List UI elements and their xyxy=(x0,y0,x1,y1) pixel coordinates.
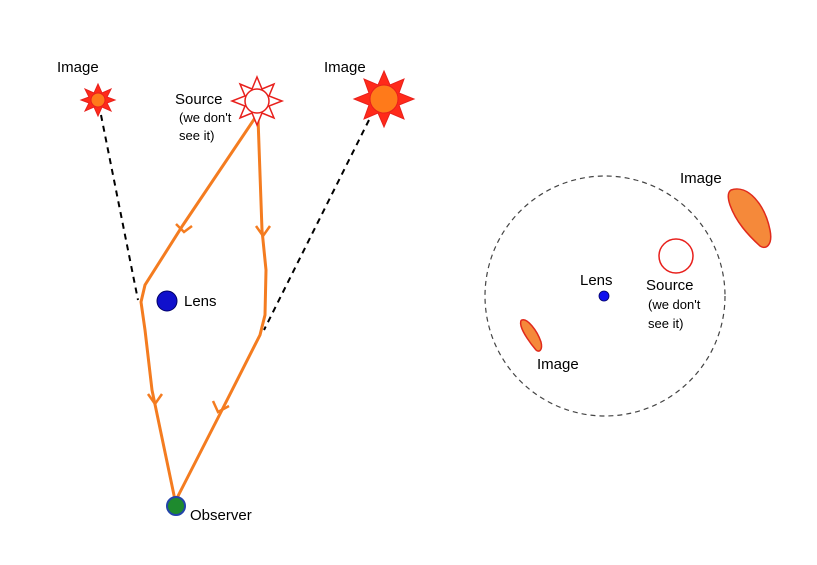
source-label: Source xyxy=(646,277,694,294)
light-ray-left xyxy=(139,117,257,501)
observer-label: Observer xyxy=(190,507,252,524)
source-note-line2: see it) xyxy=(648,316,683,331)
right-panel: Image Image Lens Source (we don't see it… xyxy=(484,170,772,417)
lens-dot-icon xyxy=(156,290,178,312)
image-label-right: Image xyxy=(324,59,366,76)
ray-arrowhead xyxy=(146,393,164,407)
left-panel: Image Image Source (we don't see it) Len… xyxy=(57,59,416,524)
source-note-line2: see it) xyxy=(179,128,214,143)
image-label-left: Image xyxy=(57,59,99,76)
source-label: Source xyxy=(175,91,223,108)
image-label-bottom: Image xyxy=(537,356,579,373)
ray-arrowhead xyxy=(211,400,230,414)
lens-dot-icon xyxy=(598,290,610,302)
lensed-image-bottom xyxy=(519,319,543,352)
ray-arrowhead xyxy=(254,225,272,239)
einstein-ring xyxy=(484,175,726,417)
lens-label: Lens xyxy=(580,272,613,289)
source-note-line1: (we don't xyxy=(179,110,232,125)
star-icon xyxy=(79,82,117,118)
star-outline-icon xyxy=(229,75,285,127)
star-icon xyxy=(352,69,416,129)
dashed-sightline-right xyxy=(263,119,370,331)
ray-arrowhead xyxy=(175,223,193,234)
lensed-image-top xyxy=(727,188,772,249)
source-note-line1: (we don't xyxy=(648,297,701,312)
lens-label: Lens xyxy=(184,293,217,310)
dashed-sightline-left xyxy=(100,114,139,301)
observer-dot-icon xyxy=(166,496,186,516)
source-outline xyxy=(658,238,694,274)
image-label-top: Image xyxy=(680,170,722,187)
